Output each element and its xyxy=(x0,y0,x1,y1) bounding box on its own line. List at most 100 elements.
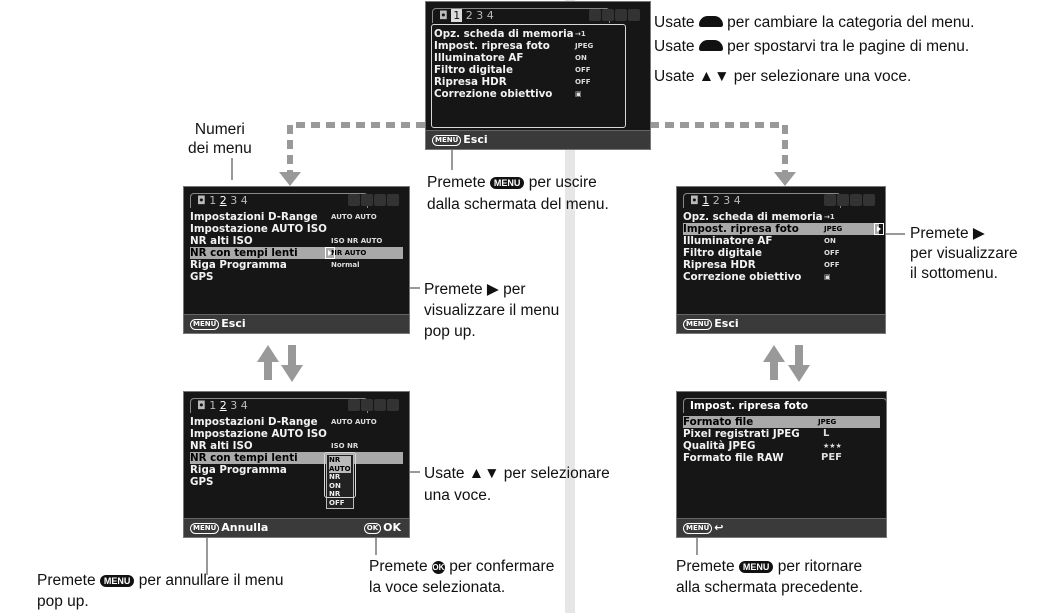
tab-4[interactable]: 4 xyxy=(486,9,494,22)
menu-item[interactable]: Impostazione AUTO ISO xyxy=(190,428,327,440)
selection-frame xyxy=(431,24,626,128)
menu-button-icon[interactable]: MENU xyxy=(190,319,220,330)
category-icons xyxy=(823,193,879,207)
popup-menu: NR AUTO NR ON NR OFF xyxy=(326,454,354,509)
caption-menu-numbers: Numeri dei menu xyxy=(188,121,252,157)
menu-item[interactable]: Opz. scheda di memoria→1 xyxy=(434,28,586,40)
menu-item[interactable]: GPS xyxy=(190,271,214,283)
selection-frame xyxy=(324,452,356,498)
tab-2[interactable]: 2 xyxy=(712,194,720,207)
arrow-down-left xyxy=(281,345,303,382)
tab-2[interactable]: 2 xyxy=(465,9,473,22)
submenu-title: Impost. ripresa foto xyxy=(683,398,886,413)
menu-button-icon[interactable]: MENU xyxy=(683,319,713,330)
arrowhead-top-left xyxy=(279,172,301,186)
front-dial-icon xyxy=(698,16,723,27)
camera-tab-icon: ◘ xyxy=(690,194,699,207)
tab-2[interactable]: 2 xyxy=(219,194,227,207)
ok-button-icon: OK xyxy=(431,561,445,574)
menu-item[interactable]: Correzione obiettivo▣ xyxy=(434,88,582,100)
page-gutter xyxy=(565,0,575,613)
caption-pages: Usate per spostarvi tra le pagine di men… xyxy=(654,38,970,55)
caption-select-item: Usate ▲▼ per selezionare una voce. xyxy=(654,68,912,85)
menu-item[interactable]: Riga Programma xyxy=(190,464,287,476)
menu-tab-bar: ◘ 1 2 3 4 xyxy=(190,398,368,413)
category-icons xyxy=(347,193,403,207)
menu-item-selected[interactable]: NR con tempi lenti xyxy=(190,452,403,464)
tab-4[interactable]: 4 xyxy=(240,399,248,412)
category-icons xyxy=(588,8,644,22)
menu-item[interactable]: Opz. scheda di memoria→1 xyxy=(683,211,835,223)
tab-4[interactable]: 4 xyxy=(733,194,741,207)
popup-option[interactable]: NR OFF xyxy=(329,490,345,507)
menu-tab-bar: ◘ 1 2 3 4 xyxy=(432,8,610,23)
tab-1[interactable]: 1 xyxy=(209,194,217,207)
custom-icon xyxy=(628,9,640,21)
tab-2[interactable]: 2 xyxy=(219,399,227,412)
caption-confirm: Premete OK per confermare la voce selezi… xyxy=(369,558,555,596)
menu-footer: MENU↩ xyxy=(677,518,886,537)
caption-exit: Premete MENU per uscire dalla schermata … xyxy=(427,174,609,213)
playback-icon xyxy=(589,9,601,21)
tab-3[interactable]: 3 xyxy=(476,9,484,22)
popup-option[interactable]: NR AUTO xyxy=(329,456,351,473)
camera-tab-icon: ◘ xyxy=(197,194,206,207)
menu-item[interactable]: Impostazione AUTO ISO xyxy=(190,223,327,235)
menu-item[interactable]: Qualità JPEG★★★ xyxy=(683,440,842,452)
tab-3[interactable]: 3 xyxy=(230,399,238,412)
menu-button-icon[interactable]: MENU xyxy=(432,135,462,146)
arrow-up-left xyxy=(257,345,279,380)
tab-4[interactable]: 4 xyxy=(240,194,248,207)
right-arrow-icon xyxy=(874,223,884,235)
camera-tab-icon: ◘ xyxy=(439,9,448,22)
caption-category: Usate per cambiare la categoria del menu… xyxy=(654,14,975,31)
popup-option[interactable]: NR ON xyxy=(329,473,341,490)
tab-3[interactable]: 3 xyxy=(230,194,238,207)
menu-button-icon: MENU xyxy=(489,177,525,189)
tab-1[interactable]: 1 xyxy=(451,9,463,22)
menu-item[interactable]: GPS xyxy=(190,476,214,488)
menu-tab-bar: ◘ 1 2 3 4 xyxy=(683,193,841,208)
menu-item[interactable]: Correzione obiettivo▣ xyxy=(683,271,831,283)
category-icons xyxy=(347,398,403,412)
arrow-up-right xyxy=(763,345,785,380)
camera-tab-icon: ◘ xyxy=(197,399,206,412)
caption-select-popup: Usate ▲▼ per selezionare una voce. xyxy=(424,465,610,504)
arrowhead-top-right xyxy=(774,172,796,186)
menu-button-icon[interactable]: MENU xyxy=(190,523,220,534)
footer-label: Esci xyxy=(463,133,488,146)
right-arrow-icon xyxy=(325,247,335,259)
tab-1[interactable]: 1 xyxy=(702,194,710,207)
ok-button-icon[interactable]: OK xyxy=(363,523,382,534)
connector-top-right xyxy=(650,122,788,175)
setup-icon xyxy=(602,9,614,21)
tab-3[interactable]: 3 xyxy=(723,194,731,207)
tab-1[interactable]: 1 xyxy=(209,399,217,412)
screen-top-menu: ◘ 1 2 3 4 Opz. scheda di memoria→1 Impos… xyxy=(425,1,651,150)
caption-submenu: Premete ▶ per visualizzare il sottomenu. xyxy=(910,225,1018,282)
menu-button-icon[interactable]: MENU xyxy=(683,523,713,534)
